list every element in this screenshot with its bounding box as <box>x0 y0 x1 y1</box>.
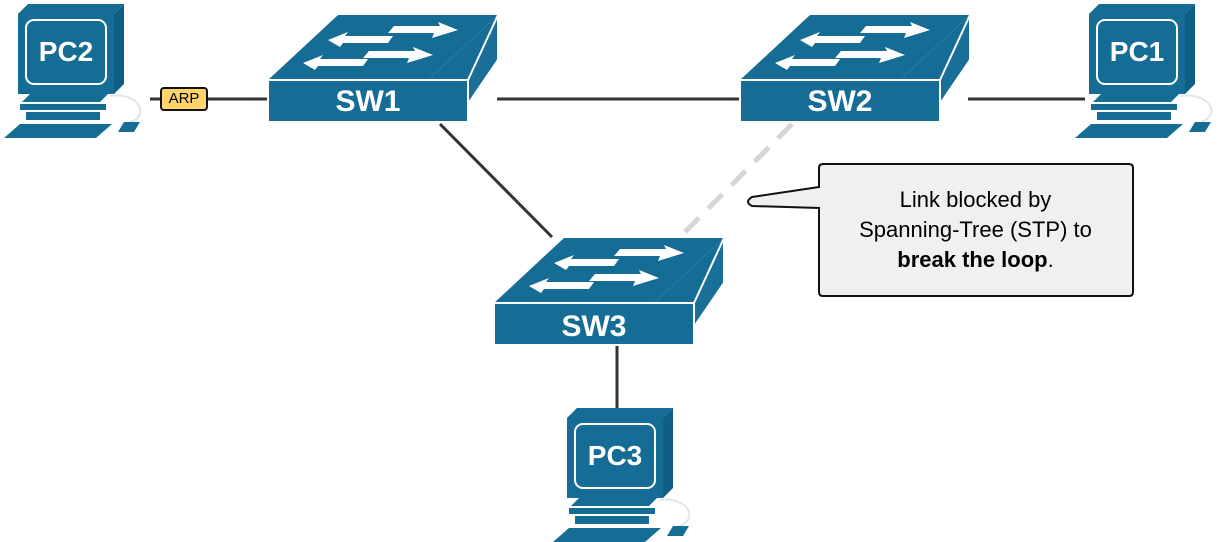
pc-pc2-label: PC2 <box>39 36 93 67</box>
link-sw2-sw3-blocked <box>678 122 794 239</box>
callout-text: Link blocked by Spanning-Tree (STP) to b… <box>819 164 1132 295</box>
callout-line-1: Link blocked by <box>899 186 1052 212</box>
callout-emphasis: break the loop <box>897 246 1048 272</box>
pc-icon <box>3 3 142 139</box>
link-sw1-sw3 <box>438 122 554 239</box>
switch-sw3[interactable]: SW3 <box>493 237 725 346</box>
pc-pc1[interactable]: PC1 <box>1074 3 1213 139</box>
switch-sw3-label: SW3 <box>561 310 626 343</box>
pc-pc3[interactable]: PC3 <box>552 407 691 542</box>
callout-bubble <box>747 163 1134 297</box>
pc-icon <box>1074 3 1213 139</box>
pc-pc3-label: PC3 <box>588 440 642 471</box>
switch-sw2[interactable]: SW2 <box>739 14 971 123</box>
callout-suffix: . <box>1047 246 1054 272</box>
arp-packet-badge: ARP <box>160 87 208 111</box>
pc-icon <box>552 407 691 542</box>
switch-sw2-label: SW2 <box>807 85 872 118</box>
pc-pc1-label: PC1 <box>1110 36 1164 67</box>
switch-sw1-label: SW1 <box>335 85 400 118</box>
switch-sw1[interactable]: SW1 <box>267 14 499 123</box>
callout-line-2: Spanning-Tree (STP) to <box>859 216 1092 242</box>
pc-pc2[interactable]: PC2 <box>3 3 142 139</box>
